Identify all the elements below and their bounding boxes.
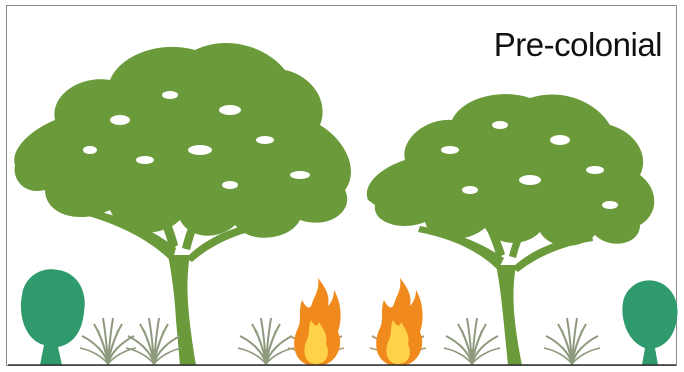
fire-icon [294,278,340,366]
grass-tussock-icon [238,318,294,364]
grass-tussock-icon [126,318,182,364]
grass-tussock-icon [80,318,136,364]
shrub-icon [21,269,85,365]
fire-icon [376,278,422,366]
shrub-icon [622,280,677,365]
grass-tussock-icon [544,318,600,364]
grass-tussock-icon [444,318,500,364]
